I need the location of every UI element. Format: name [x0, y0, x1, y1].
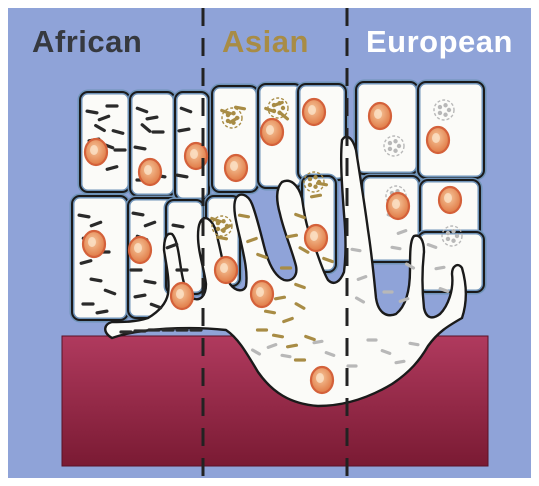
- melanosome: [436, 267, 444, 268]
- melanosome: [266, 311, 275, 313]
- melanosome: [288, 235, 297, 237]
- melanosome: [281, 106, 285, 110]
- melanosome: [282, 355, 290, 356]
- melanosome: [317, 180, 321, 184]
- melanosome: [352, 249, 360, 250]
- melanosome: [446, 237, 450, 241]
- melanosome: [388, 147, 392, 151]
- nucleus-highlight: [310, 231, 318, 241]
- melanosome: [231, 111, 235, 115]
- nucleus-highlight: [230, 161, 238, 171]
- melanosome: [312, 195, 321, 197]
- melanosome: [231, 121, 235, 125]
- melanosome: [91, 279, 101, 281]
- nucleus-highlight: [220, 263, 228, 273]
- melanosome: [226, 113, 230, 117]
- nucleus-highlight: [392, 199, 400, 209]
- melanosome: [438, 111, 442, 115]
- nucleus-highlight: [266, 125, 274, 135]
- melanosome: [221, 219, 225, 223]
- european-label: European: [366, 24, 513, 60]
- cell-membrane: [298, 84, 346, 180]
- melanosome: [272, 109, 276, 113]
- nucleus-highlight: [176, 289, 184, 299]
- melanosome: [277, 111, 281, 115]
- asian-label: Asian: [222, 24, 309, 60]
- melanosome: [455, 234, 459, 238]
- melanosome: [410, 343, 418, 344]
- melanosome: [388, 141, 392, 145]
- nucleus-highlight: [374, 109, 382, 119]
- melanosome: [451, 229, 455, 233]
- cell-membrane: [356, 82, 418, 174]
- melanosome: [393, 149, 397, 153]
- melanosome: [274, 335, 283, 337]
- nucleus-highlight: [256, 287, 264, 297]
- melanosome: [314, 341, 322, 342]
- melanosome: [288, 345, 297, 347]
- melanosome: [438, 105, 442, 109]
- melanosome: [145, 281, 155, 283]
- african-label: African: [32, 24, 142, 60]
- cell-membrane: [418, 82, 484, 178]
- melanosome: [446, 231, 450, 235]
- melanosome: [177, 175, 187, 177]
- melanosome: [226, 119, 230, 123]
- melanosome: [308, 177, 312, 181]
- melanosome: [218, 237, 227, 239]
- melanosome: [135, 295, 145, 297]
- melanosome: [397, 144, 401, 148]
- melanosome: [276, 297, 285, 299]
- nucleus-highlight: [308, 105, 316, 115]
- melanosome: [277, 101, 281, 105]
- nucleus-highlight: [134, 243, 142, 253]
- melanosome: [447, 108, 451, 112]
- melanosome: [443, 113, 447, 117]
- nucleus-highlight: [444, 193, 452, 203]
- melanosome: [451, 239, 455, 243]
- melanosome: [79, 215, 89, 217]
- nucleus-highlight: [432, 133, 440, 143]
- nucleus-highlight: [190, 149, 198, 159]
- melanosome: [87, 111, 97, 113]
- cell-membrane: [418, 232, 484, 292]
- melanosome: [97, 311, 107, 313]
- melanosome: [313, 175, 317, 179]
- melanosome: [392, 247, 400, 248]
- nucleus-highlight: [144, 165, 152, 175]
- melanosome: [135, 147, 145, 149]
- melanosome: [235, 116, 239, 120]
- melanosome: [216, 227, 220, 231]
- melanosome: [221, 229, 225, 233]
- nucleus-highlight: [316, 373, 324, 383]
- nucleus-highlight: [90, 145, 98, 155]
- melanosome: [173, 225, 183, 227]
- melanosome: [133, 213, 143, 215]
- melanosome: [240, 215, 249, 217]
- nucleus-highlight: [88, 237, 96, 247]
- melanosome: [147, 117, 157, 119]
- melanosome: [313, 185, 317, 189]
- melanosome: [179, 129, 189, 131]
- melanosome: [443, 103, 447, 107]
- melanosome: [225, 224, 229, 228]
- melanosome: [393, 139, 397, 143]
- melanosome: [272, 103, 276, 107]
- melanosome: [396, 361, 404, 362]
- melanosome: [216, 221, 220, 225]
- melanosome: [308, 183, 312, 187]
